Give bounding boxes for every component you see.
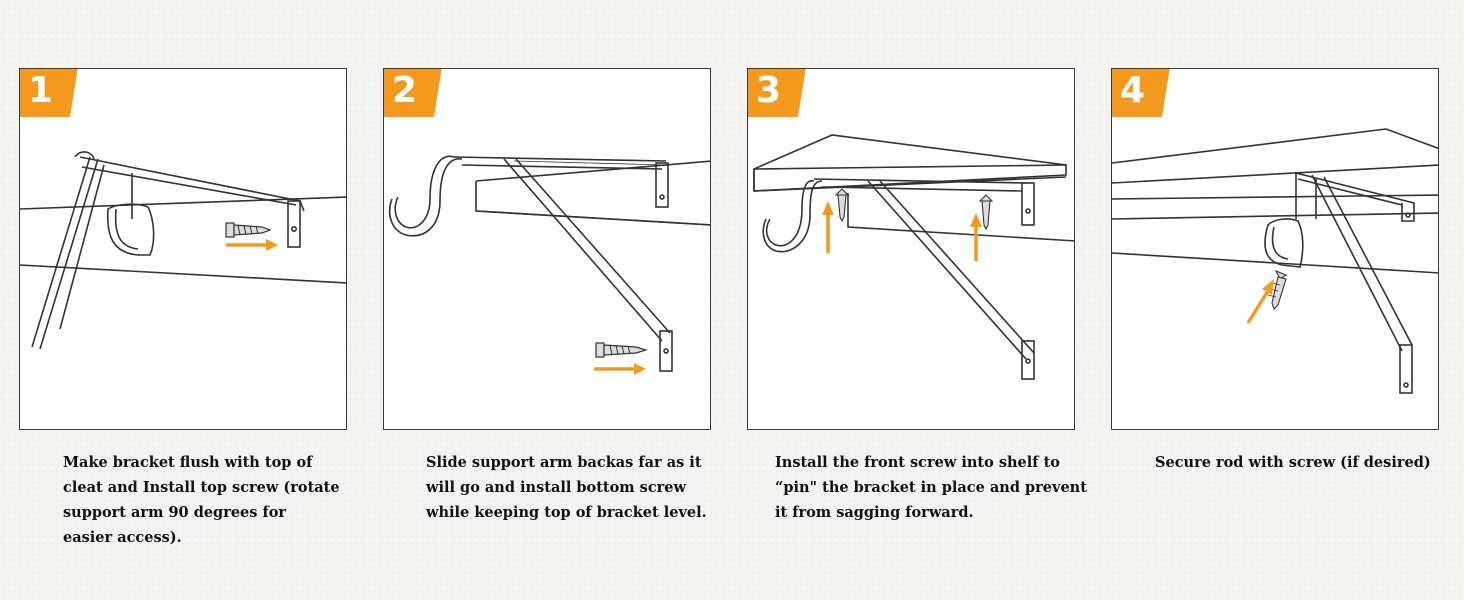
step-3-illustration	[748, 69, 1075, 430]
bracket-plate	[288, 201, 300, 247]
cleat-bottom-edge	[476, 211, 711, 225]
arrow-right-icon	[594, 363, 646, 375]
step-number: 2	[392, 69, 417, 113]
step-3-panel: 3	[747, 68, 1075, 430]
bracket-top-arm	[454, 157, 666, 161]
step-badge: 3	[747, 68, 806, 119]
rod-cup	[1265, 219, 1303, 267]
step-4-panel: 4	[1111, 68, 1439, 430]
step-1-caption: Make bracket flush with top of cleat and…	[63, 450, 340, 550]
arrow-up-icon	[822, 201, 834, 253]
step-4-illustration	[1112, 69, 1439, 430]
step-number: 4	[1120, 69, 1145, 113]
support-arm	[504, 159, 662, 341]
step-number: 3	[756, 69, 781, 113]
arrow-diagonal-up-icon	[1248, 279, 1274, 323]
step-4-caption: Secure rod with screw (if desired)	[1155, 450, 1431, 475]
screw-icon	[836, 189, 848, 221]
bracket-top-arm-inner	[82, 167, 296, 205]
step-1-panel: 1	[19, 68, 347, 430]
cleat-top-edge	[20, 197, 347, 209]
step-badge: 4	[1111, 68, 1170, 119]
step-2-panel: 2	[383, 68, 711, 430]
screw-icon	[226, 223, 270, 237]
step-2-illustration	[384, 69, 711, 430]
arrow-right-icon	[226, 239, 278, 251]
step-3-caption: Install the front screw into shelf to “p…	[775, 450, 1087, 525]
screw-icon	[596, 343, 646, 357]
step-badge: 1	[19, 68, 78, 119]
support-arm	[868, 181, 1026, 359]
screw-hole	[292, 227, 296, 231]
shelf-top	[1112, 129, 1386, 163]
step-number: 1	[28, 69, 53, 113]
rod-hook	[395, 156, 454, 227]
step-badge: 2	[383, 68, 442, 119]
bracket-plate	[1022, 183, 1034, 225]
cleat-bottom-edge	[20, 265, 347, 283]
step-1-illustration	[20, 69, 347, 430]
step-2-caption: Slide support arm backas far as it will …	[426, 450, 707, 525]
screw-icon	[980, 195, 992, 229]
arrow-up-icon	[970, 213, 982, 261]
